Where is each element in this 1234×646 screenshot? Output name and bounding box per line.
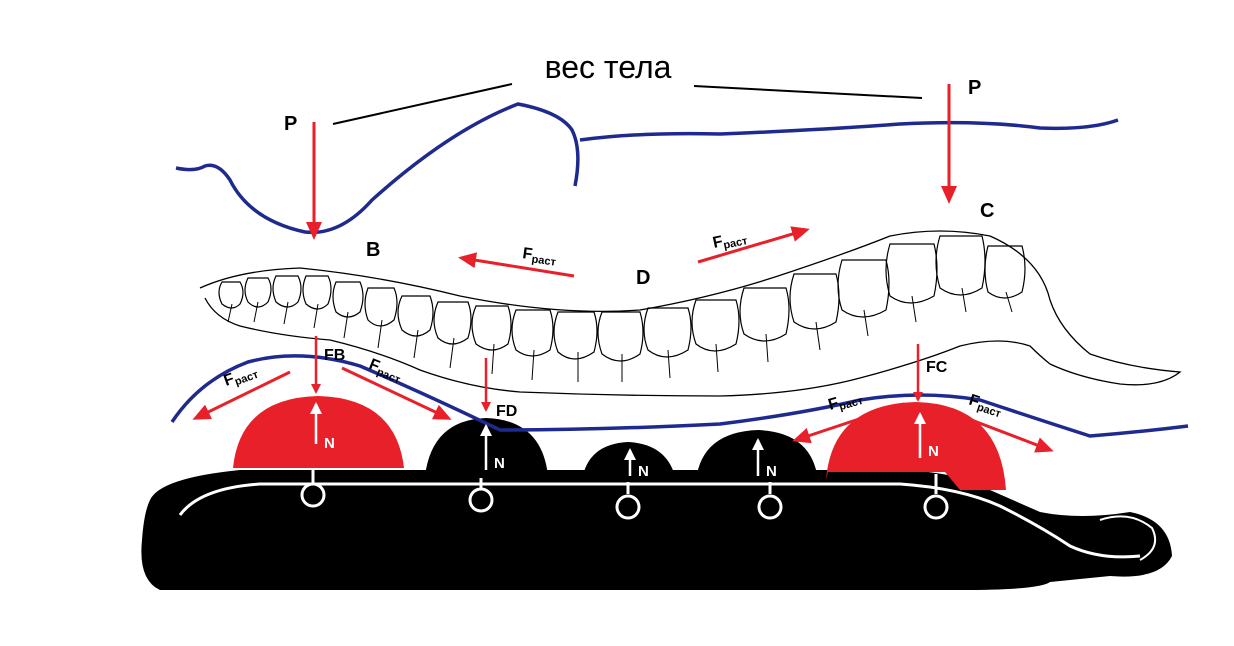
mattress-springs (300, 470, 949, 520)
label-p-left: P (284, 113, 297, 135)
support-bump-b (233, 396, 404, 468)
vertebrae (218, 235, 1026, 362)
arrow-icon (939, 406, 1054, 453)
lower-body-contour (170, 354, 1189, 438)
arrow-icon (458, 252, 575, 278)
label-p-right: P (968, 77, 981, 99)
label-fb: FB (324, 347, 345, 364)
label-n-4: N (766, 463, 777, 480)
label-d: D (636, 267, 650, 289)
weight-arrows (306, 84, 957, 240)
stretch-arrows (192, 226, 1054, 453)
frast-label-5: Fраст (826, 388, 865, 416)
support-bump-c (826, 402, 1006, 490)
label-fd: FD (496, 403, 517, 420)
label-n-2: N (494, 455, 505, 472)
upper-body-contour-right (579, 118, 1119, 142)
upper-body-contour (175, 102, 580, 235)
mattress-base (141, 470, 1172, 590)
label-n-3: N (638, 463, 649, 480)
title-leader-left (332, 83, 513, 125)
reaction-arrows (311, 336, 923, 412)
frast-label-1: Fраст (521, 245, 558, 269)
arrow-icon (341, 366, 452, 420)
label-n-5: N (928, 443, 939, 460)
title-text: вес тела (545, 49, 672, 85)
spine-illustration (199, 230, 1182, 397)
arrow-icon (792, 402, 905, 444)
point-labels: P P B C D FB FD FC (284, 77, 994, 420)
label-b: B (366, 239, 380, 261)
title-leader-right (693, 85, 923, 99)
arrow-icon (192, 370, 291, 420)
label-c: C (980, 200, 994, 222)
label-fc: FC (926, 359, 948, 376)
frast-label-2: Fраст (711, 228, 749, 254)
title-group: вес тела (332, 49, 923, 125)
label-n-1: N (324, 435, 335, 452)
body-contours (170, 102, 1189, 438)
normal-arrows: N N N N N (310, 402, 939, 480)
arrow-icon (697, 226, 810, 264)
